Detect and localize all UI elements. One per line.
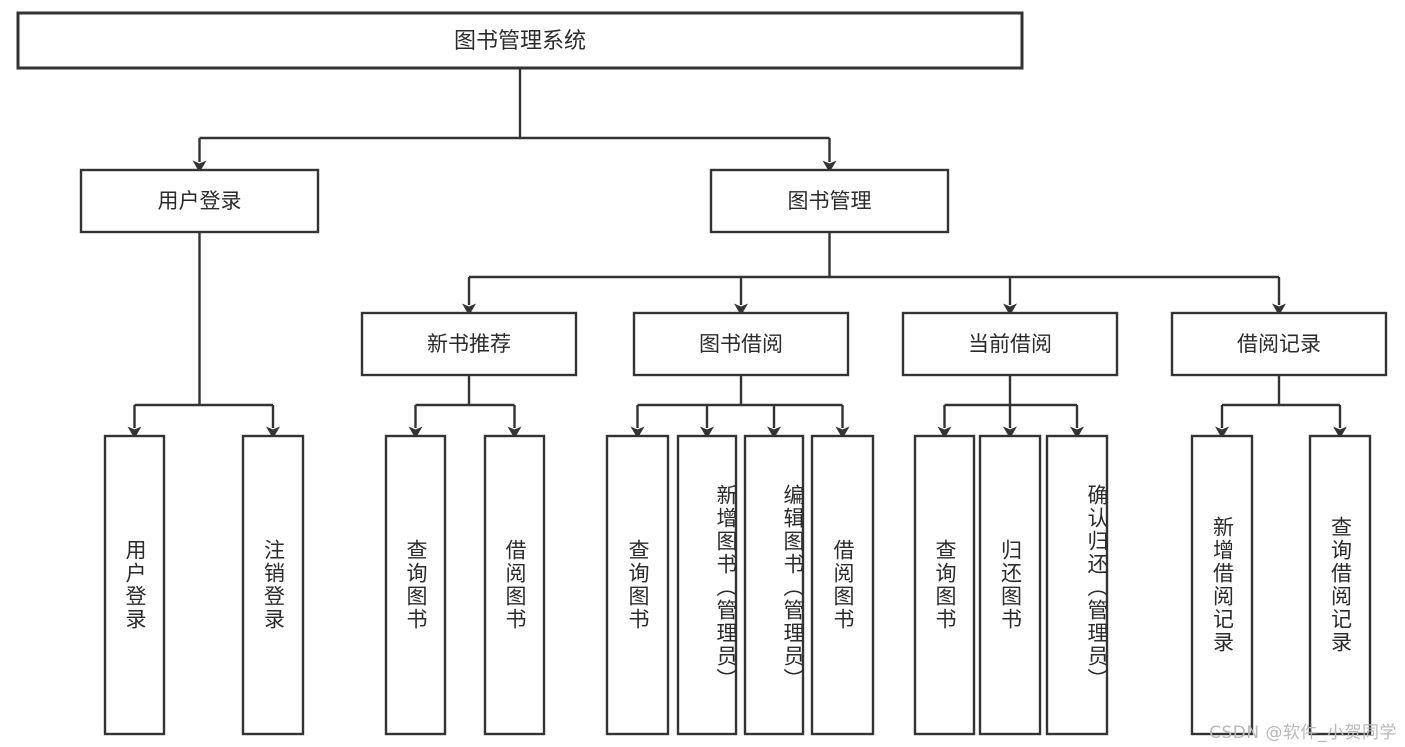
connector-group-new-book: [408, 375, 522, 439]
node-new-book-recommend[interactable]: 新书推荐: [360, 311, 578, 377]
leaf-box-query-book-new[interactable]: [384, 434, 447, 736]
leaf-box-query-borrow-record[interactable]: [1308, 434, 1372, 736]
connector-group-book-mgmt: [462, 232, 1286, 316]
node-user-login[interactable]: 用户登录: [79, 168, 320, 234]
leaf-box-logout[interactable]: [241, 434, 305, 736]
node-root-box[interactable]: [16, 11, 1024, 70]
node-current-borrow-box[interactable]: [901, 311, 1119, 377]
node-user-login-label: 用户登录: [158, 189, 242, 213]
leaf-box-add-book-admin[interactable]: [676, 434, 738, 736]
node-current-borrow[interactable]: 当前借阅: [901, 311, 1119, 377]
leaf-box-user-login[interactable]: [103, 434, 166, 736]
leaf-box-return-book[interactable]: [978, 434, 1042, 736]
node-root[interactable]: 图书管理系统: [16, 11, 1024, 70]
leaf-box-confirm-return-admin[interactable]: [1045, 434, 1109, 736]
node-borrow-records[interactable]: 借阅记录: [1170, 311, 1388, 377]
node-book-borrow[interactable]: 图书借阅: [632, 311, 850, 377]
leaf-box-query-book-current[interactable]: [913, 434, 976, 736]
node-borrow-records-box[interactable]: [1170, 311, 1388, 377]
node-new-book-recommend-label: 新书推荐: [427, 332, 511, 356]
connector-group-borrow: [630, 375, 850, 439]
leaf-box-add-borrow-record[interactable]: [1190, 434, 1254, 736]
csdn-watermark: CSDN @软件_小贺同学: [1209, 723, 1397, 743]
node-book-management[interactable]: 图书管理: [709, 168, 950, 234]
node-book-management-box[interactable]: [709, 168, 950, 234]
connector-group-user-login: [127, 232, 280, 439]
node-book-borrow-label: 图书借阅: [699, 332, 783, 356]
connector-group-root: [192, 68, 837, 173]
connector-group-records: [1215, 375, 1347, 439]
leaf-box-borrow-book[interactable]: [810, 434, 875, 736]
node-new-book-recommend-box[interactable]: [360, 311, 578, 377]
node-current-borrow-label: 当前借阅: [968, 332, 1052, 356]
node-book-management-label: 图书管理: [788, 189, 872, 213]
leaf-box-borrow-book-new[interactable]: [483, 434, 546, 736]
node-user-login-box[interactable]: [79, 168, 320, 234]
node-borrow-records-label: 借阅记录: [1237, 332, 1321, 356]
leaf-box-query-book-borrow[interactable]: [605, 434, 670, 736]
node-book-borrow-box[interactable]: [632, 311, 850, 377]
leaf-box-edit-book-admin[interactable]: [743, 434, 805, 736]
node-root-label: 图书管理系统: [454, 29, 586, 54]
connector-group-current: [937, 375, 1084, 439]
